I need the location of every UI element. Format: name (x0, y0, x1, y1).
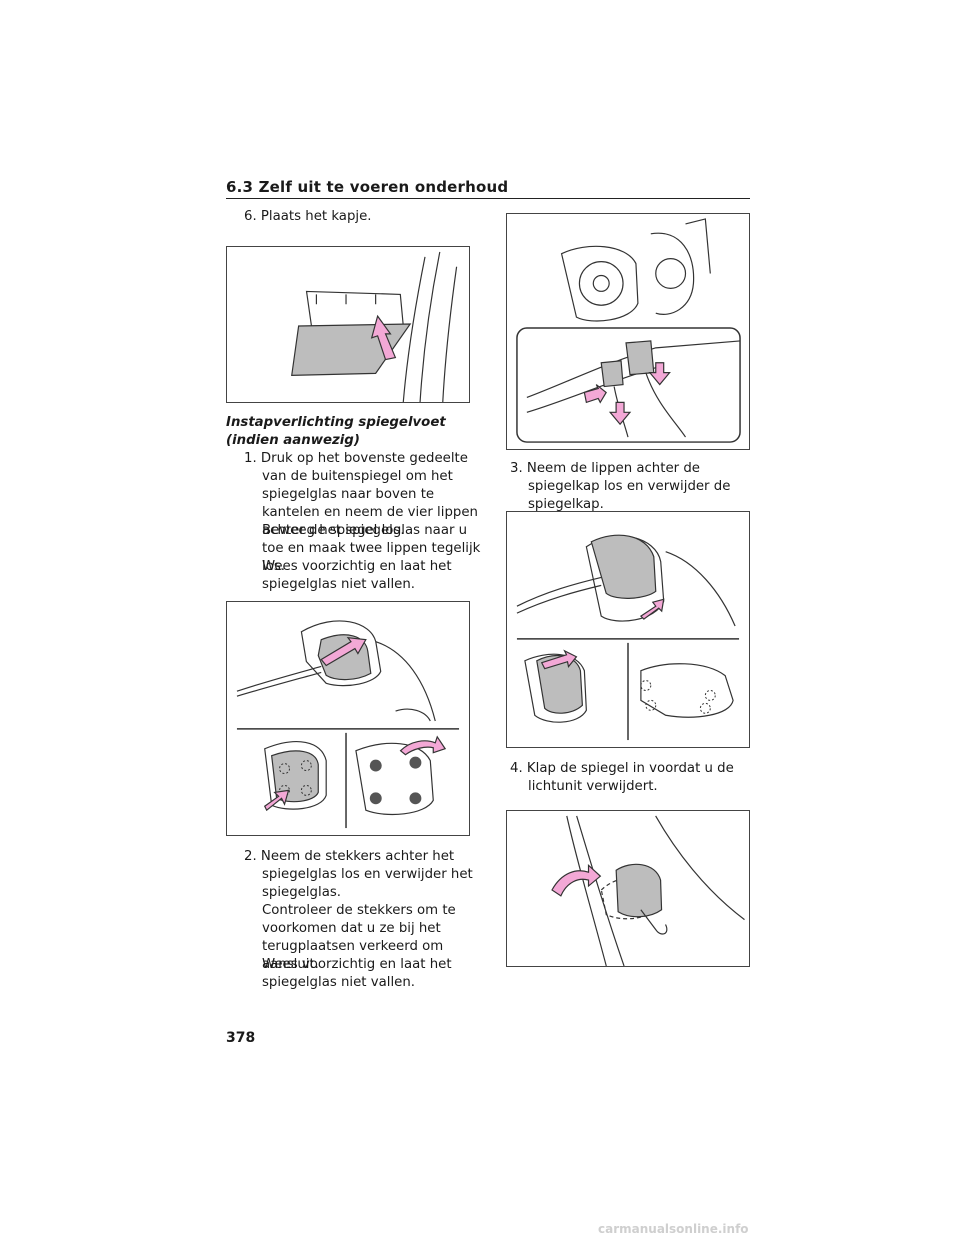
step-1-text: 1. Druk op het bovenste gedeelte van de … (244, 451, 478, 538)
step-2-note-1: Controleer de stekkers om te voorkomen d… (262, 903, 456, 972)
step-3-text: 3. Neem de lippen achter de spiegelkap l… (510, 461, 731, 512)
page-number: 378 (226, 1030, 256, 1046)
figure-remove-mirror-cap (506, 511, 750, 748)
step-1-note-1: Beweeg het spiegelglas naar u toe en maa… (262, 523, 481, 574)
figure-disconnect-connectors (506, 213, 750, 450)
subheading-mirror-light: Instapverlichting spiegelvoet (indien aa… (226, 415, 446, 448)
header-rule (226, 198, 750, 199)
step-1-note-2: Wees voorzichtig en laat het spiegelglas… (262, 559, 452, 592)
figure-tilt-mirror-glass (226, 601, 470, 836)
step-6-text: 6. Plaats het kapje. (244, 209, 372, 224)
step-4-text: 4. Klap de spiegel in voordat u de licht… (510, 761, 734, 794)
step-2-note-2: Wees voorzichtig en laat het spiegelglas… (262, 957, 452, 990)
section-header: 6.3 Zelf uit te voeren onderhoud (226, 178, 509, 196)
footer-watermark: carmanualsonline.info (598, 1222, 749, 1236)
figure-place-cap (226, 246, 470, 403)
figure-fold-mirror (506, 810, 750, 967)
step-2-text: 2. Neem de stekkers achter het spiegelgl… (244, 849, 473, 900)
